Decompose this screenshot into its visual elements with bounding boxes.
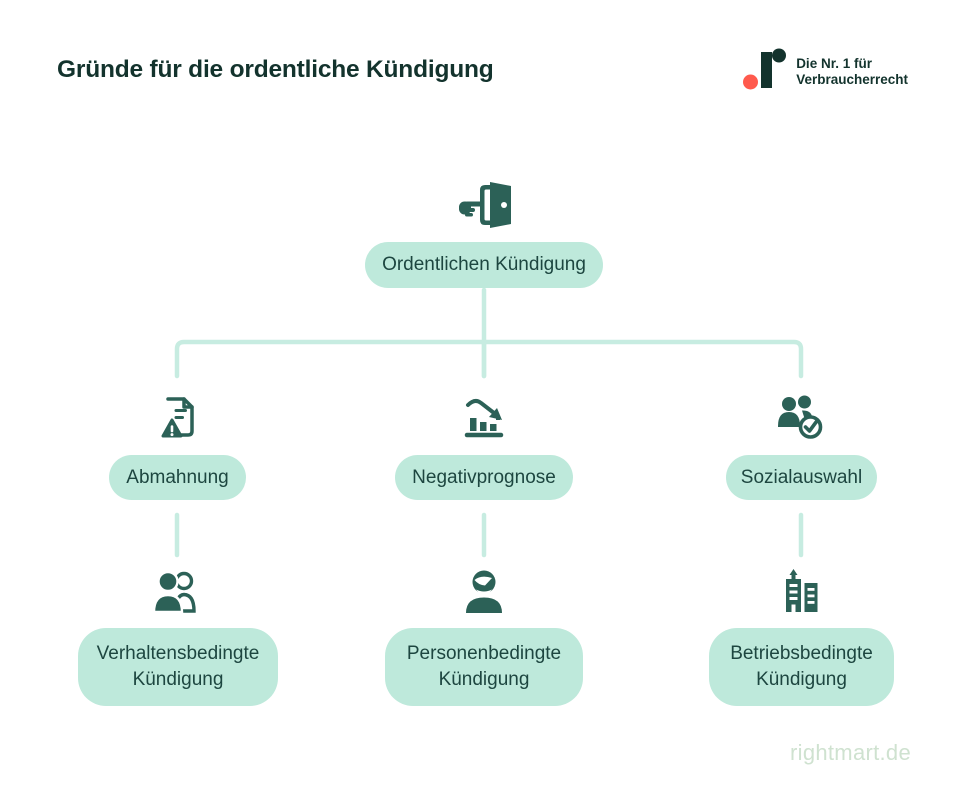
document-warning-icon: [151, 391, 203, 448]
node-verhaltensbedingte-kuendigung: Verhaltensbedingte Kündigung: [78, 628, 278, 706]
chart-decline-icon: [458, 391, 510, 448]
logo-tagline-line1: Die Nr. 1 für: [796, 55, 872, 71]
node-ordentliche-kuendigung: Ordentlichen Kündigung: [365, 242, 603, 288]
node-sozialauswahl: Sozialauswahl: [726, 455, 877, 500]
people-check-icon: [775, 391, 827, 448]
page-title: Gründe für die ordentliche Kündigung: [57, 56, 494, 83]
person-icon: [458, 566, 510, 623]
node-negativprognose: Negativprognose: [395, 455, 573, 500]
rightmart-logo-icon: [743, 46, 787, 97]
rightmart-logo: Die Nr. 1 für Verbraucherrecht: [743, 46, 908, 97]
two-people-icon: [151, 566, 203, 623]
logo-tagline-line2: Verbraucherrecht: [796, 71, 908, 87]
node-betriebsbedingte-kuendigung: Betriebsbedingte Kündigung: [709, 628, 894, 706]
buildings-icon: [775, 566, 827, 623]
watermark-rightmart: rightmart.de: [790, 740, 911, 765]
node-abmahnung: Abmahnung: [109, 455, 246, 500]
logo-tagline: Die Nr. 1 für Verbraucherrecht: [796, 56, 908, 88]
node-personenbedingte-kuendigung: Personenbedingte Kündigung: [385, 628, 583, 706]
exit-door-icon: [454, 181, 514, 234]
